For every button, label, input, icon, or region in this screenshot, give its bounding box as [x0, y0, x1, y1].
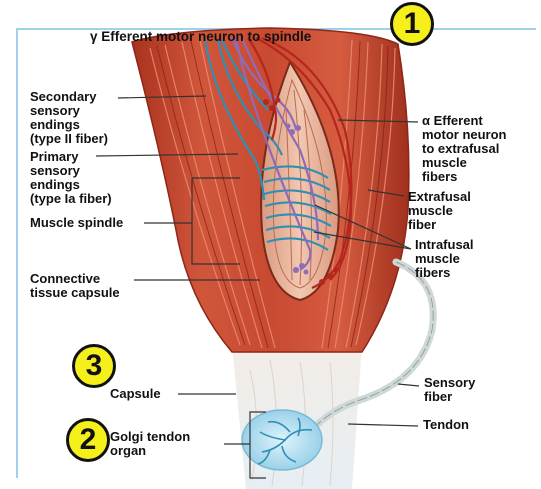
- primary-endings-label: Primary sensory endings (type Ia fiber): [30, 150, 112, 206]
- badge-3: 3: [72, 344, 116, 388]
- muscle-spindle-label: Muscle spindle: [30, 216, 123, 230]
- connective-capsule-label: Connective tissue capsule: [30, 272, 120, 300]
- extrafusal-label: Extrafusal muscle fiber: [408, 190, 471, 232]
- secondary-endings-label: Secondary sensory endings (type II fiber…: [30, 90, 108, 146]
- golgi-organ-label: Golgi tendon organ: [110, 430, 190, 458]
- gamma-efferent-label: γ Efferent motor neuron to spindle: [90, 30, 311, 44]
- alpha-efferent-label: α Efferent motor neuron to extrafusal mu…: [422, 114, 507, 184]
- tendon-label: Tendon: [423, 418, 469, 432]
- badge-2: 2: [66, 418, 110, 462]
- sensory-fiber-label: Sensory fiber: [424, 376, 475, 404]
- intrafusal-label: Intrafusal muscle fibers: [415, 238, 474, 280]
- badge-1: 1: [390, 2, 434, 46]
- capsule-label: Capsule: [110, 387, 161, 401]
